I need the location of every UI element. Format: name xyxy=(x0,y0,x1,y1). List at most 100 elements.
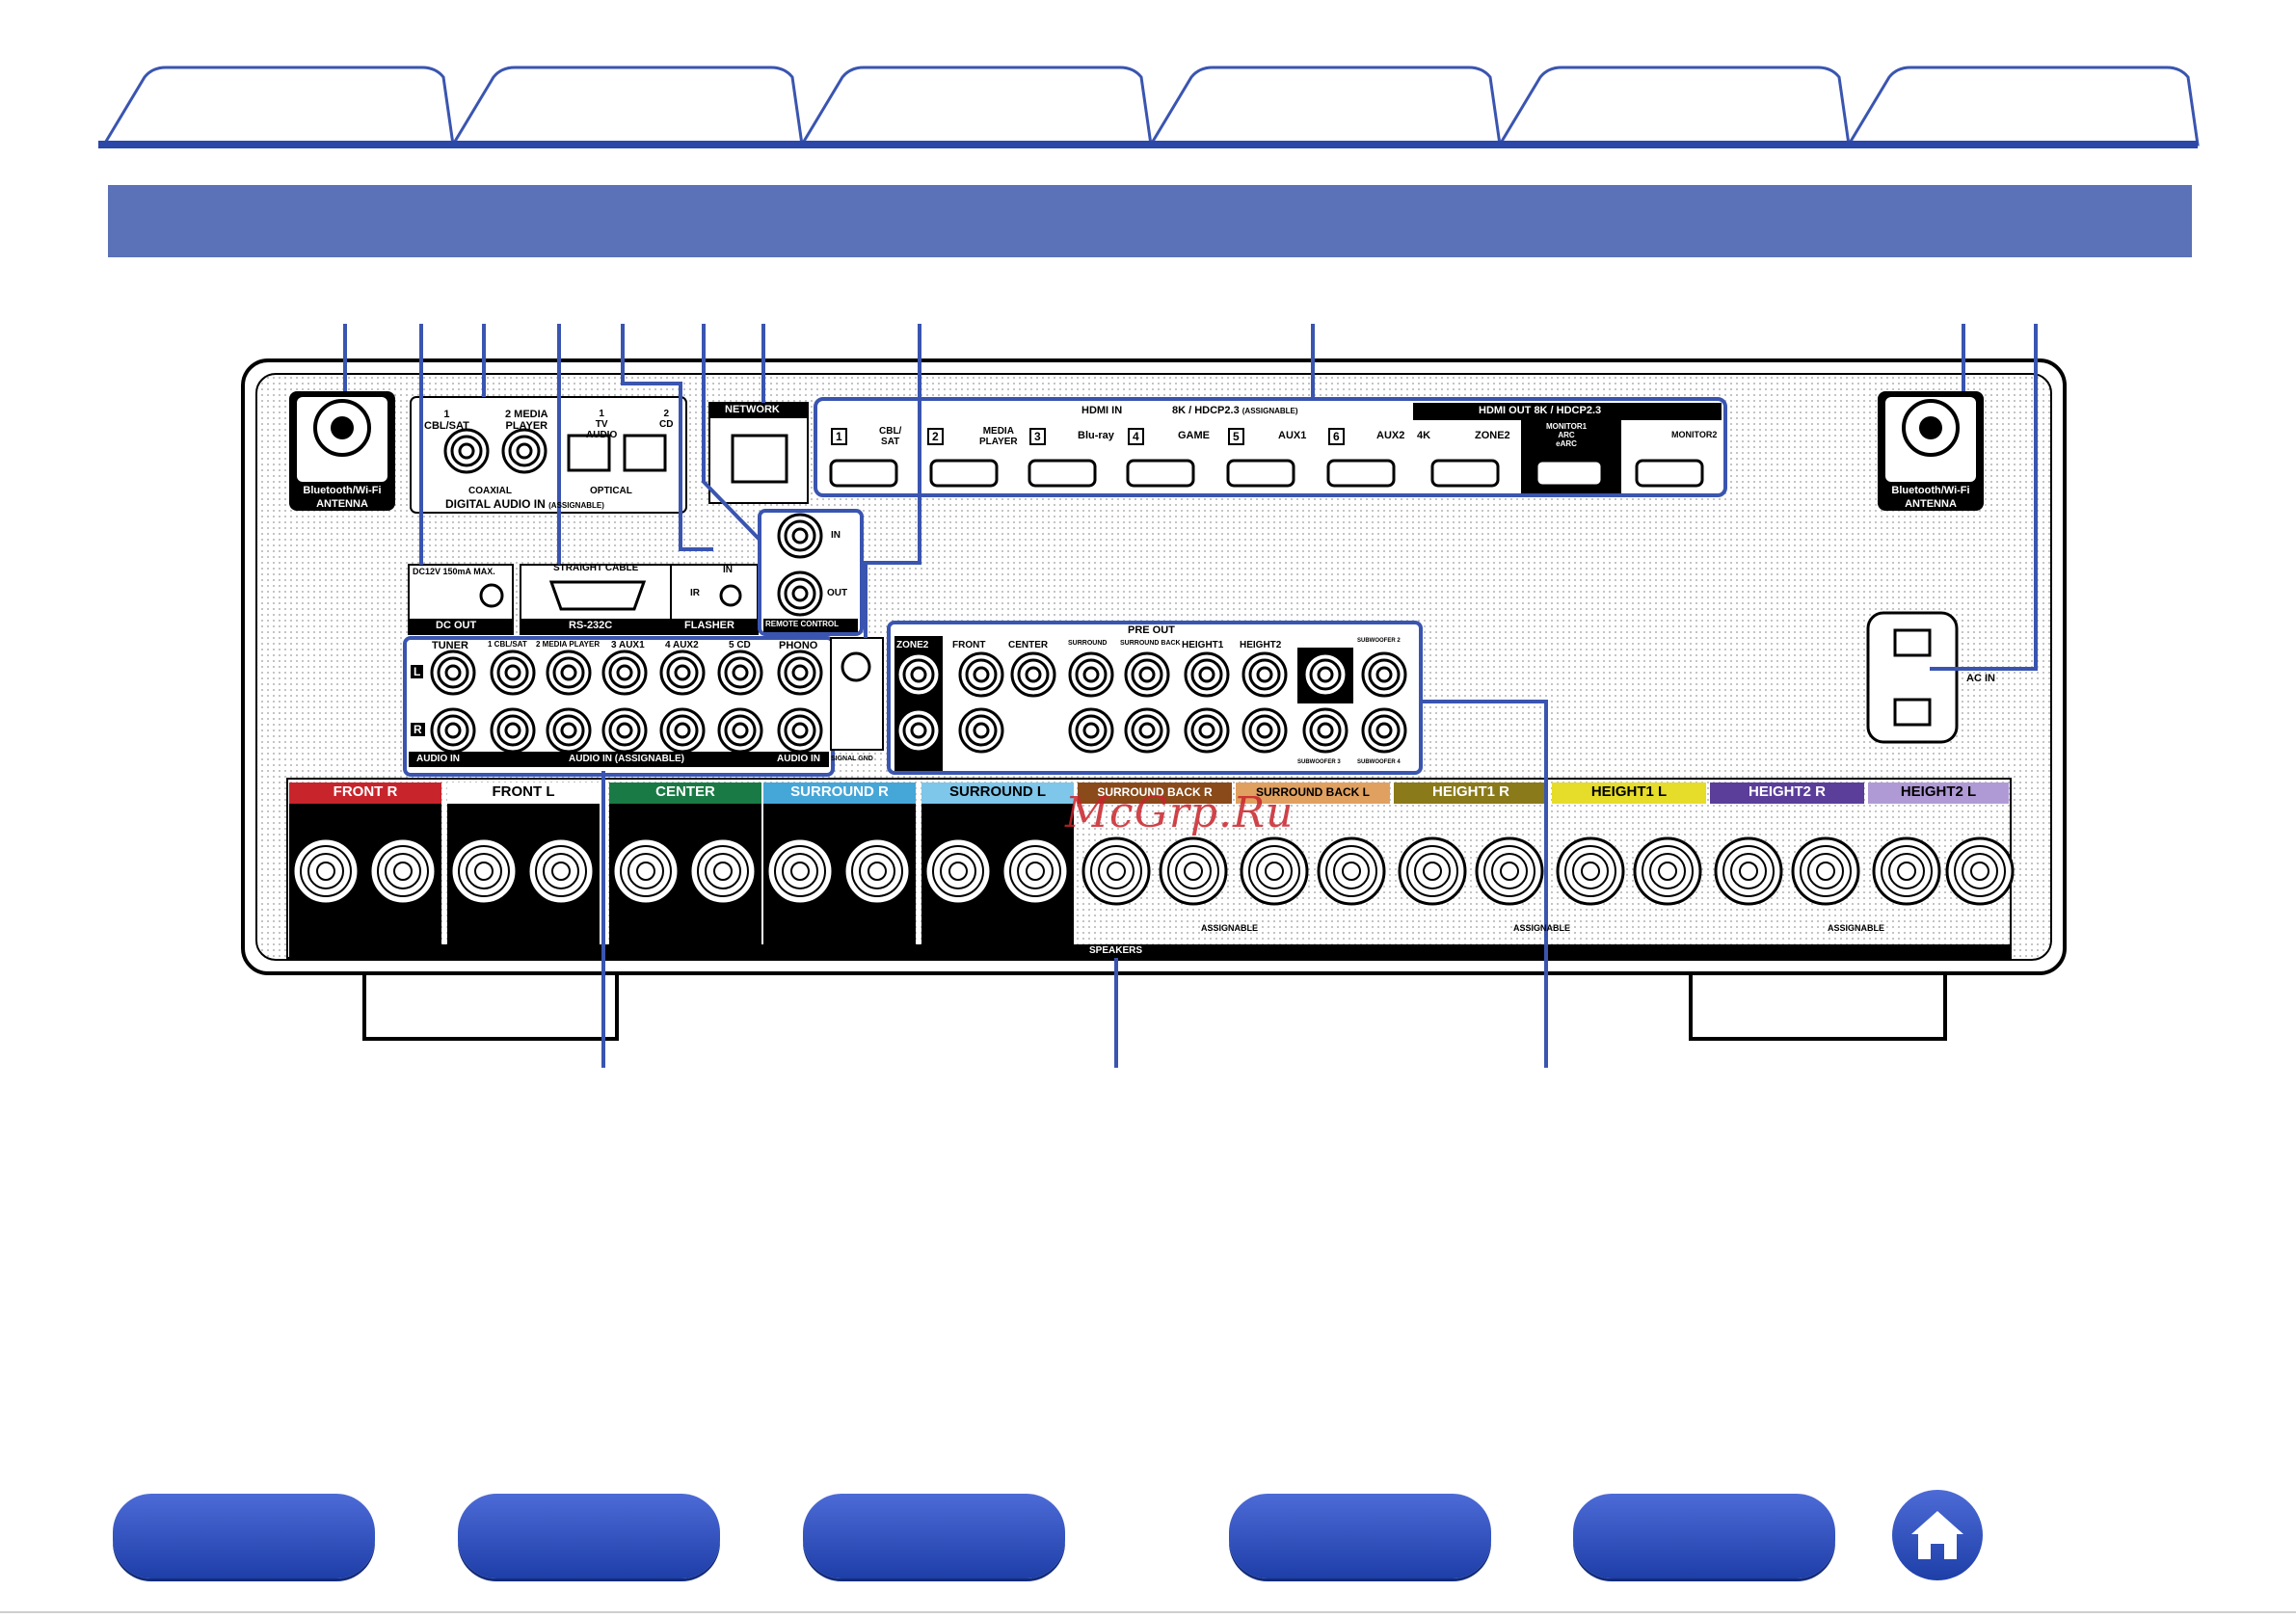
optical-2-jack[interactable] xyxy=(623,434,667,472)
network-port[interactable] xyxy=(731,434,788,484)
hdmi-in-3[interactable] xyxy=(1028,459,1097,488)
audio-in-4-label: 4 AUX2 xyxy=(665,640,699,650)
speaker-height2-l-label: HEIGHT2 L xyxy=(1900,783,1977,800)
network-label: NETWORK xyxy=(725,404,780,415)
antenna-left-label: Bluetooth/Wi-Fi ANTENNA xyxy=(303,485,382,510)
optical-1-label: 1 TV AUDIO xyxy=(586,409,618,440)
hdmi-out-zone2[interactable] xyxy=(1430,459,1500,488)
tab-6[interactable] xyxy=(1846,66,2200,146)
flasher-in-label: IN xyxy=(723,565,733,575)
footer-nav-button-4[interactable] xyxy=(1229,1494,1491,1578)
remote-out-jack[interactable] xyxy=(777,570,823,617)
audio-in-3-label: 3 AUX1 xyxy=(611,640,645,650)
hdmi-in-2[interactable] xyxy=(929,459,999,488)
signal-gnd-label: SIGNAL GND xyxy=(831,756,873,762)
dc-out-jack[interactable] xyxy=(479,583,504,608)
hdmi-in-6[interactable] xyxy=(1326,459,1396,488)
pre-out-surround-label: SURROUND xyxy=(1068,640,1108,647)
antenna-right-label: Bluetooth/Wi-Fi ANTENNA xyxy=(1891,485,1970,510)
rear-panel-diagram xyxy=(241,324,2067,1068)
pre-out-sub2-label: SUBWOOFER 2 xyxy=(1357,638,1401,644)
dc-out-spec: DC12V 150mA MAX. xyxy=(413,567,495,576)
pre-out-label: PRE OUT xyxy=(1128,624,1175,636)
hdmi-in-1-number: 1 xyxy=(831,428,847,445)
hdmi-out-label: HDMI OUT 8K / HDCP2.3 xyxy=(1479,405,1602,416)
tab-3[interactable] xyxy=(799,66,1153,146)
hdmi-out-monitor2-label: MONITOR2 xyxy=(1671,430,1718,439)
channel-r-label: R xyxy=(411,723,425,736)
hdmi-in-label: HDMI IN xyxy=(1081,405,1123,416)
pre-out-front-label: FRONT xyxy=(952,640,986,650)
speaker-surround-r-label: SURROUND R xyxy=(790,783,889,800)
speaker-height1-l-label: HEIGHT1 L xyxy=(1590,783,1668,800)
speaker-surround-l-label: SURROUND L xyxy=(949,783,1046,800)
speaker-height1-r-label: HEIGHT1 R xyxy=(1431,783,1509,800)
remote-in-label: IN xyxy=(831,530,841,541)
home-icon xyxy=(1911,1511,1963,1559)
footer-nav-button-2[interactable] xyxy=(458,1494,720,1578)
hdmi-in-spec: 8K / HDCP2.3 (ASSIGNABLE) xyxy=(1172,405,1298,416)
hdmi-out-monitor2[interactable] xyxy=(1635,459,1704,488)
hdmi-in-3-name: Blu-ray xyxy=(1078,430,1114,441)
audio-in-2-label: 2 MEDIA PLAYER xyxy=(536,640,601,649)
speaker-front-r-label: FRONT R xyxy=(333,783,398,800)
channel-l-label: L xyxy=(411,665,424,678)
coaxial-label: COAXIAL xyxy=(468,486,512,496)
speaker-surround-back-l-label: SURROUND BACK L xyxy=(1256,785,1370,799)
top-tab-bar xyxy=(98,66,2200,148)
pre-out-center-label: CENTER xyxy=(1008,640,1049,650)
hdmi-in-1-name: CBL/ SAT xyxy=(879,426,902,447)
pre-out-surround-back-label: SURROUND BACK xyxy=(1120,640,1181,647)
hdmi-in-1[interactable] xyxy=(829,459,898,488)
speaker-center-label: CENTER xyxy=(655,783,715,800)
optical-label: OPTICAL xyxy=(590,486,632,496)
assignable-label-3: ASSIGNABLE xyxy=(1828,923,1885,933)
signal-gnd-terminal[interactable] xyxy=(841,651,871,682)
pre-out-sub1-label: SUBWOOFER 1 xyxy=(1297,638,1341,644)
audio-in-phono-bottom-label: AUDIO IN xyxy=(777,754,820,764)
flasher-label: FLASHER xyxy=(684,620,734,631)
audio-in-assignable-label: AUDIO IN (ASSIGNABLE) xyxy=(569,754,684,764)
watermark: McGrp.Ru xyxy=(1065,788,1295,837)
rs232c-label: RS-232C xyxy=(569,620,613,631)
coaxial-2-jack[interactable] xyxy=(501,428,547,474)
tab-5[interactable] xyxy=(1497,66,1851,146)
tab-underline xyxy=(98,141,2198,148)
hdmi-out-4k-label: 4K xyxy=(1417,430,1431,441)
pre-out-sub3-label: SUBWOOFER 3 xyxy=(1297,759,1341,765)
ac-in-socket[interactable] xyxy=(1866,611,1959,744)
tab-1[interactable] xyxy=(101,66,455,146)
home-button[interactable] xyxy=(1892,1490,1983,1580)
tab-2[interactable] xyxy=(450,66,804,146)
hdmi-out-zone2-label: ZONE2 xyxy=(1475,430,1510,441)
footer-nav-button-5[interactable] xyxy=(1573,1494,1835,1578)
dc-out-label: DC OUT xyxy=(436,620,477,631)
remote-in-jack[interactable] xyxy=(777,513,823,559)
digital-audio-in-label: DIGITAL AUDIO IN (ASSIGNABLE) xyxy=(445,497,604,511)
hdmi-in-4-name: GAME xyxy=(1178,430,1210,441)
speakers-label: SPEAKERS xyxy=(1089,945,1143,956)
tab-4[interactable] xyxy=(1148,66,1502,146)
hdmi-in-5-number: 5 xyxy=(1228,428,1244,445)
remote-out-label: OUT xyxy=(827,588,848,598)
footer-nav-button-3[interactable] xyxy=(803,1494,1065,1578)
hdmi-out-monitor1[interactable] xyxy=(1535,459,1604,488)
optical-1-jack[interactable] xyxy=(567,434,611,472)
hdmi-in-2-name: MEDIA PLAYER xyxy=(979,426,1018,447)
rs232c-port[interactable] xyxy=(548,580,647,611)
hdmi-in-4[interactable] xyxy=(1126,459,1195,488)
audio-in-5-label: 5 CD xyxy=(729,640,751,650)
audio-in-phono-label: PHONO xyxy=(779,640,818,651)
audio-in-label: AUDIO IN xyxy=(416,754,460,764)
hdmi-in-5[interactable] xyxy=(1226,459,1295,488)
coaxial-1-jack[interactable] xyxy=(443,428,490,474)
footer-divider xyxy=(0,1611,2296,1613)
callout-lines xyxy=(343,324,2038,1068)
footer-nav-button-1[interactable] xyxy=(113,1494,375,1578)
section-header-bar xyxy=(108,185,2192,257)
flasher-ir-jack[interactable] xyxy=(719,584,742,607)
hdmi-out-monitor1-label: MONITOR1 ARC eARC xyxy=(1546,422,1588,448)
audio-in-1-label: 1 CBL/SAT xyxy=(488,640,527,649)
assignable-label-2: ASSIGNABLE xyxy=(1513,923,1571,933)
speaker-front-l-label: FRONT L xyxy=(492,783,555,800)
